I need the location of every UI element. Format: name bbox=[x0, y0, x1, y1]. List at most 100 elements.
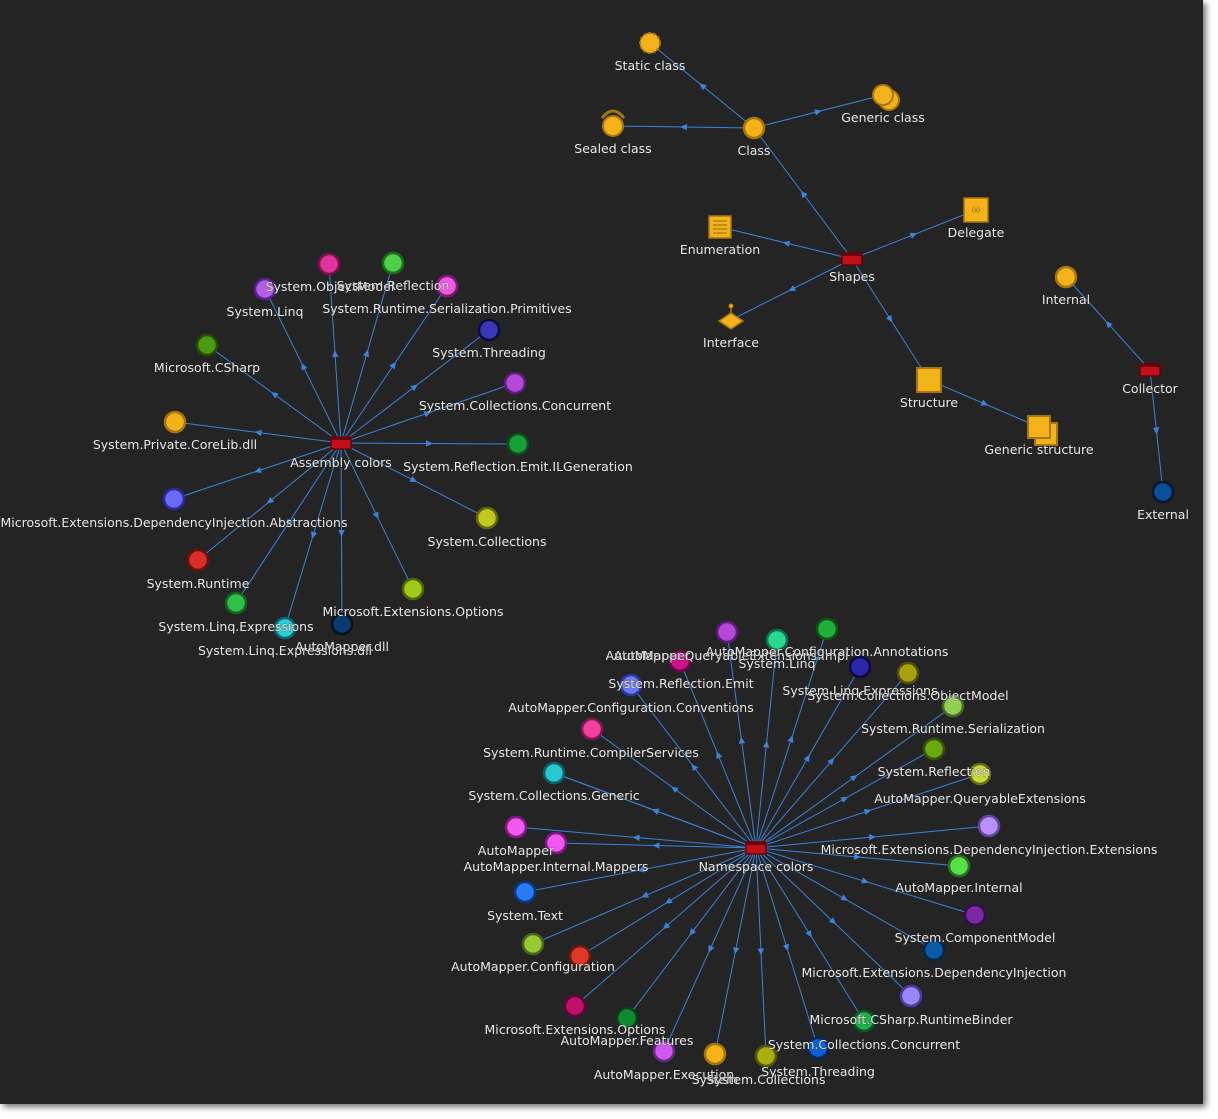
node-interface[interactable] bbox=[717, 303, 745, 330]
node-n-collections-generic[interactable] bbox=[542, 761, 566, 785]
node-n-concurrent[interactable] bbox=[852, 1009, 876, 1033]
node-n-internal[interactable] bbox=[947, 854, 971, 878]
label-n-di: Microsoft.Extensions.DependencyInjection bbox=[802, 965, 1067, 980]
label-n-concurrent: System.Collections.Concurrent bbox=[768, 1037, 960, 1052]
label-n-config-annotations: AutoMapper.Configuration.Annotations bbox=[706, 644, 949, 659]
node-n-di-extensions[interactable] bbox=[977, 814, 1001, 838]
node-generic-class[interactable] bbox=[872, 84, 900, 111]
node-internal[interactable] bbox=[1054, 265, 1078, 289]
node-sealed-class[interactable] bbox=[600, 109, 626, 137]
label-a-emit: System.Reflection.Emit.ILGeneration bbox=[403, 459, 633, 474]
node-a-csharp[interactable] bbox=[195, 333, 219, 357]
node-n-reflection-emit[interactable] bbox=[619, 673, 643, 697]
label-a-corelib: System.Private.CoreLib.dll bbox=[93, 437, 257, 452]
node-n-di[interactable] bbox=[922, 938, 946, 962]
node-n-automapper[interactable] bbox=[504, 815, 528, 839]
node-n-componentmodel[interactable] bbox=[963, 903, 987, 927]
edge-namespace-colors-to-n-objectmodel-hidden bbox=[679, 660, 757, 849]
edge-class-to-sealed-class bbox=[612, 123, 755, 131]
node-n-system[interactable] bbox=[703, 1042, 727, 1066]
node-a-emit[interactable] bbox=[506, 432, 530, 456]
node-a-options[interactable] bbox=[401, 577, 425, 601]
node-n-threading[interactable] bbox=[806, 1036, 830, 1060]
node-n-configuration[interactable] bbox=[521, 932, 545, 956]
node-n-linq-expressions[interactable] bbox=[848, 655, 872, 679]
edge-class-to-static-class bbox=[649, 42, 755, 129]
node-n-red[interactable] bbox=[568, 944, 592, 968]
node-collector[interactable] bbox=[1139, 363, 1161, 377]
edge-assembly-colors-to-a-runtime bbox=[197, 442, 342, 561]
node-n-objectmodel-hidden[interactable] bbox=[668, 649, 692, 673]
edge-collector-to-external bbox=[1149, 369, 1164, 493]
label-assembly-colors: Assembly colors bbox=[290, 455, 392, 470]
node-n-collections[interactable] bbox=[754, 1044, 778, 1068]
node-static-class[interactable] bbox=[639, 32, 661, 54]
edge-namespace-colors-to-n-system bbox=[714, 847, 757, 1055]
edge-assembly-colors-to-a-linq-expressions bbox=[235, 442, 342, 604]
node-external[interactable] bbox=[1151, 480, 1175, 504]
node-delegate[interactable]: (x) bbox=[963, 197, 989, 223]
edge-namespace-colors-to-n-options bbox=[574, 847, 757, 1007]
node-a-automapper[interactable] bbox=[330, 612, 354, 636]
edge-class-to-generic-class bbox=[753, 94, 884, 129]
node-n-execution[interactable] bbox=[652, 1039, 676, 1063]
label-n-compilerservices: System.Runtime.CompilerServices bbox=[483, 745, 699, 760]
label-n-configuration: AutoMapper.Configuration bbox=[451, 959, 615, 974]
node-n-config-annotations[interactable] bbox=[815, 617, 839, 641]
node-n-text[interactable] bbox=[513, 880, 537, 904]
node-a-threading[interactable] bbox=[477, 318, 501, 342]
node-n-conventions[interactable] bbox=[580, 717, 604, 741]
node-generic-structure[interactable] bbox=[1027, 415, 1058, 446]
edge-namespace-colors-to-n-collections bbox=[755, 847, 767, 1057]
edge-namespace-colors-to-n-internal-mappers bbox=[555, 842, 757, 849]
node-namespace-colors[interactable] bbox=[745, 841, 767, 855]
node-a-concurrent[interactable] bbox=[503, 371, 527, 395]
node-a-reflection[interactable] bbox=[381, 251, 405, 275]
node-n-queryable-impl[interactable] bbox=[715, 620, 739, 644]
node-n-queryable[interactable] bbox=[968, 762, 992, 786]
edge-namespace-colors-to-n-runtimebinder bbox=[755, 847, 912, 997]
node-assembly-colors[interactable] bbox=[330, 436, 352, 450]
node-shapes[interactable] bbox=[841, 252, 863, 266]
node-a-linq[interactable] bbox=[253, 277, 277, 301]
node-n-internal-mappers[interactable] bbox=[544, 831, 568, 855]
node-n-options[interactable] bbox=[563, 994, 587, 1018]
edge-namespace-colors-to-n-red bbox=[579, 847, 757, 957]
edge-assembly-colors-to-a-emit bbox=[340, 440, 519, 447]
label-collector: Collector bbox=[1122, 381, 1178, 396]
label-n-serialization: System.Runtime.Serialization bbox=[861, 721, 1045, 736]
edge-assembly-colors-to-a-corelib bbox=[174, 421, 342, 444]
label-a-automapper: AutoMapper.dll bbox=[295, 639, 389, 654]
edge-namespace-colors-to-n-di bbox=[755, 847, 935, 951]
node-n-objectmodel[interactable] bbox=[896, 661, 920, 685]
label-a-linq-expressions: System.Linq.Expressions bbox=[158, 619, 313, 634]
edge-shapes-to-structure bbox=[851, 258, 930, 381]
edge-assembly-colors-to-a-automapper bbox=[338, 442, 345, 625]
node-a-runtime[interactable] bbox=[186, 548, 210, 572]
node-n-serialization[interactable] bbox=[941, 694, 965, 718]
label-n-reflection: System.Reflection bbox=[878, 764, 991, 779]
node-n-features[interactable] bbox=[615, 1006, 639, 1030]
node-class[interactable] bbox=[742, 116, 766, 140]
node-a-linq-expressions[interactable] bbox=[224, 591, 248, 615]
node-a-serialization[interactable] bbox=[435, 274, 459, 298]
node-n-runtimebinder[interactable] bbox=[899, 984, 923, 1008]
node-n-reflection[interactable] bbox=[922, 737, 946, 761]
node-n-linq[interactable] bbox=[765, 628, 789, 652]
label-class: Class bbox=[738, 143, 771, 158]
label-internal: Internal bbox=[1042, 292, 1090, 307]
label-a-threading: System.Threading bbox=[432, 345, 546, 360]
node-structure[interactable] bbox=[916, 367, 942, 393]
node-a-objectmodel[interactable] bbox=[317, 252, 341, 276]
label-n-queryable-impl: AutoMapper.QueryableExtensions.Impl bbox=[606, 648, 849, 663]
node-a-corelib[interactable] bbox=[163, 410, 187, 434]
node-a-di-abstractions[interactable] bbox=[162, 487, 186, 511]
label-n-collections-generic: System.Collections.Generic bbox=[468, 788, 640, 803]
edge-namespace-colors-to-n-serialization bbox=[755, 705, 954, 849]
node-a-collections[interactable] bbox=[475, 506, 499, 530]
node-enumeration[interactable] bbox=[708, 215, 732, 239]
edge-namespace-colors-to-n-linq-expressions bbox=[755, 666, 861, 849]
node-a-linq-expressions-dll[interactable] bbox=[273, 616, 297, 640]
